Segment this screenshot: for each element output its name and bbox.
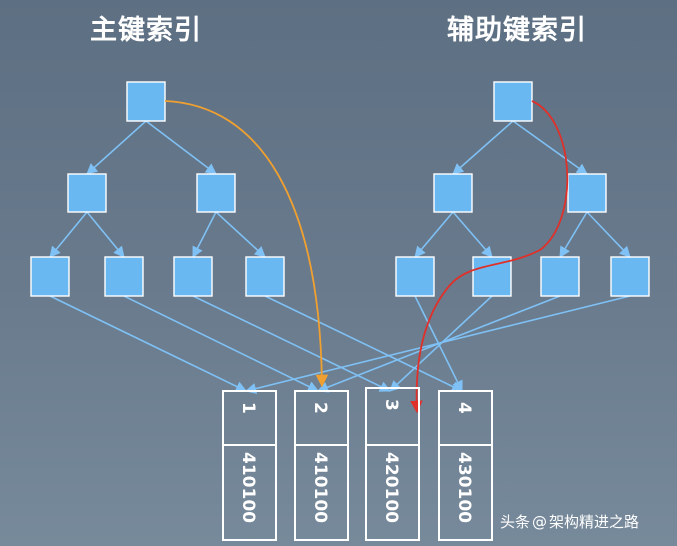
edge: [86, 211, 125, 258]
row-2: 2 410100: [294, 390, 349, 541]
edge: [586, 211, 631, 258]
row-4: 4 430100: [438, 390, 493, 541]
watermark-prefix: 头条: [500, 513, 531, 531]
secondary-leaf-node: [395, 256, 435, 297]
edge: [452, 211, 493, 258]
row-id: 2: [310, 402, 330, 414]
row-id: 4: [454, 402, 474, 414]
secondary-leaf-node: [472, 256, 512, 297]
edge: [452, 120, 514, 175]
primary-leaf-node: [104, 256, 144, 297]
edge: [49, 211, 88, 258]
row-value-cell: [438, 444, 493, 541]
secondary-leaf-node: [610, 256, 650, 297]
primary-lookup-path: [164, 100, 329, 388]
edge: [123, 295, 320, 392]
edge: [244, 295, 631, 395]
watermark: 头条@架构精进之路: [500, 511, 639, 532]
row-value-cell: [365, 444, 420, 541]
edge: [512, 120, 588, 175]
row-value-cell: [222, 444, 277, 541]
row-value-cell: [294, 444, 349, 541]
watermark-author: 架构精进之路: [549, 513, 640, 531]
row-value: 410100: [310, 452, 330, 523]
row-value: 410100: [238, 452, 258, 523]
primary-index-tree: [30, 81, 285, 297]
edge: [414, 211, 454, 258]
primary-leaf-node: [173, 256, 213, 297]
leaf-to-row-edges: [49, 295, 631, 395]
secondary-internal-node: [433, 173, 473, 213]
edge: [192, 211, 217, 258]
secondary-index-title: 辅助键索引: [447, 15, 587, 46]
primary-internal-node: [196, 173, 236, 213]
edge: [86, 120, 147, 175]
row-id-cell: [365, 387, 420, 446]
secondary-leaf-node: [540, 256, 580, 297]
primary-root-node: [126, 81, 166, 122]
at-icon: @: [532, 513, 548, 531]
row-1: 1 410100: [222, 390, 277, 541]
edge: [49, 295, 248, 392]
row-id: 1: [238, 402, 258, 414]
secondary-internal-node: [567, 173, 607, 213]
primary-leaf-node: [245, 256, 285, 297]
row-3: 3 420100: [365, 387, 420, 541]
edge: [264, 295, 464, 392]
secondary-lookup-path: [410, 100, 569, 414]
primary-index-title: 主键索引: [90, 15, 202, 46]
secondary-tree-edges: [414, 120, 631, 258]
row-id-cell: [222, 390, 277, 446]
secondary-root-node: [493, 81, 533, 122]
row-value: 430100: [454, 452, 474, 523]
edge: [215, 211, 266, 258]
row-value: 420100: [381, 452, 401, 523]
row-id-cell: [438, 390, 493, 446]
row-id-cell: [294, 390, 349, 446]
secondary-index-tree: [395, 81, 650, 297]
edge: [559, 211, 588, 258]
primary-internal-node: [67, 173, 107, 213]
primary-tree-edges: [49, 120, 266, 258]
row-id: 3: [381, 399, 401, 411]
primary-leaf-node: [30, 256, 70, 297]
edge: [145, 120, 217, 175]
